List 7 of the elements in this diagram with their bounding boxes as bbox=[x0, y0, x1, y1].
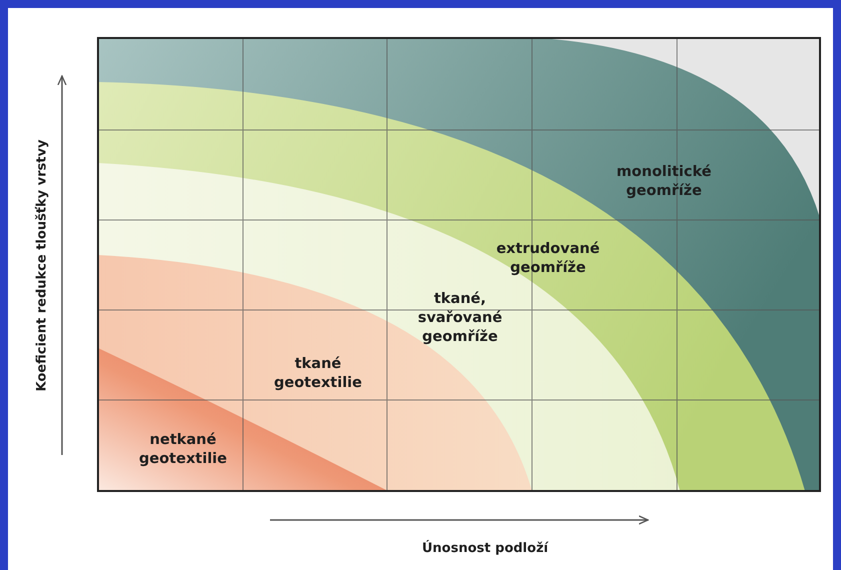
zone-label: tkané, svařované geomříže bbox=[405, 290, 515, 346]
zone-label: netkané geotextilie bbox=[133, 431, 233, 469]
zone-label: monolitické geomříže bbox=[604, 163, 724, 201]
axis-title: Únosnost podloží bbox=[422, 539, 548, 558]
axis-title: Koeficient redukce tloušťky vrstvy bbox=[33, 139, 50, 391]
zone-label: tkané geotextilie bbox=[263, 355, 373, 393]
zone-label: extrudované geomříže bbox=[483, 240, 613, 278]
